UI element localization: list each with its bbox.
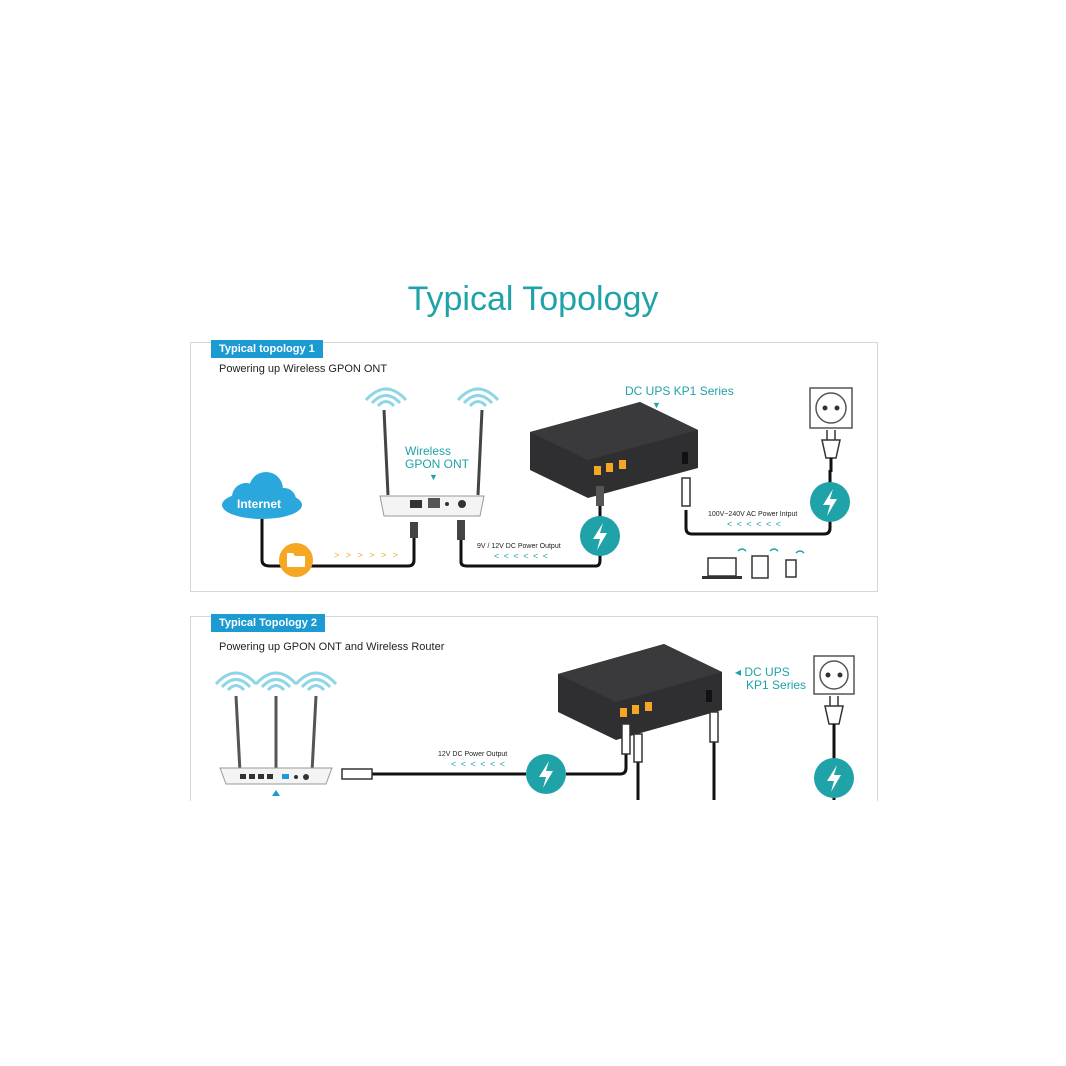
ont-label-line1: Wireless	[405, 444, 452, 458]
ups-device-icon	[530, 402, 698, 498]
wifi-icon	[214, 671, 258, 692]
router-icon	[219, 695, 333, 796]
fiber-cable	[260, 518, 416, 568]
topology-1-subtitle: Powering up Wireless GPON ONT	[219, 363, 388, 375]
power-plug-icon	[824, 696, 844, 745]
page-title: Typical Topology	[407, 280, 659, 318]
topology-2-tag: Typical Topology 2	[211, 614, 325, 632]
lightning-icon	[526, 754, 566, 794]
wifi-icon	[456, 387, 500, 408]
ups-label-2-line2: KP1 Series	[746, 678, 807, 692]
wifi-icon	[294, 671, 338, 692]
ont-label-line2: GPON ONT	[405, 457, 470, 471]
wifi-icon	[254, 671, 298, 692]
dc-cable-1	[459, 540, 602, 568]
power-socket-icon	[813, 655, 855, 695]
ac-cable-1	[684, 510, 832, 536]
ups-label-1: DC UPS KP1 Series	[625, 384, 734, 398]
chevrons-dc-1: < < < < < <	[494, 551, 550, 561]
power-plug-icon	[821, 430, 841, 472]
ont-device-icon	[379, 409, 485, 517]
topology-1-tag: Typical topology 1	[211, 340, 323, 358]
chevrons-ac: < < < < < <	[727, 519, 783, 529]
ups-label-2-line1: ◂ DC UPS	[735, 665, 790, 679]
topology-2-subtitle: Powering up GPON ONT and Wireless Router	[219, 641, 445, 653]
phone-icon	[785, 550, 805, 578]
chevrons-fiber: > > > > > >	[334, 550, 401, 560]
cloud-icon	[222, 472, 302, 519]
dc-output-label-2: 12V DC Power Output	[438, 751, 508, 758]
laptop-icon	[702, 548, 747, 579]
power-socket-icon	[809, 387, 853, 429]
tablet-icon	[751, 548, 779, 579]
lightning-icon	[814, 758, 854, 798]
ac-input-label: 100V~240V AC Power Intput	[708, 511, 798, 518]
chevrons-dc-2: < < < < < <	[451, 759, 507, 769]
wifi-icon	[364, 387, 408, 408]
internet-label: Internet	[237, 497, 282, 511]
ups-device-icon	[558, 644, 722, 740]
arrow-down-1: ▼	[652, 400, 661, 410]
dc-output-label-1: 9V / 12V DC Power Output	[477, 543, 561, 550]
lightning-icon	[810, 482, 850, 522]
arrow-down-2: ▼	[429, 472, 438, 482]
lightning-icon	[580, 516, 620, 556]
folder-icon	[279, 543, 313, 577]
